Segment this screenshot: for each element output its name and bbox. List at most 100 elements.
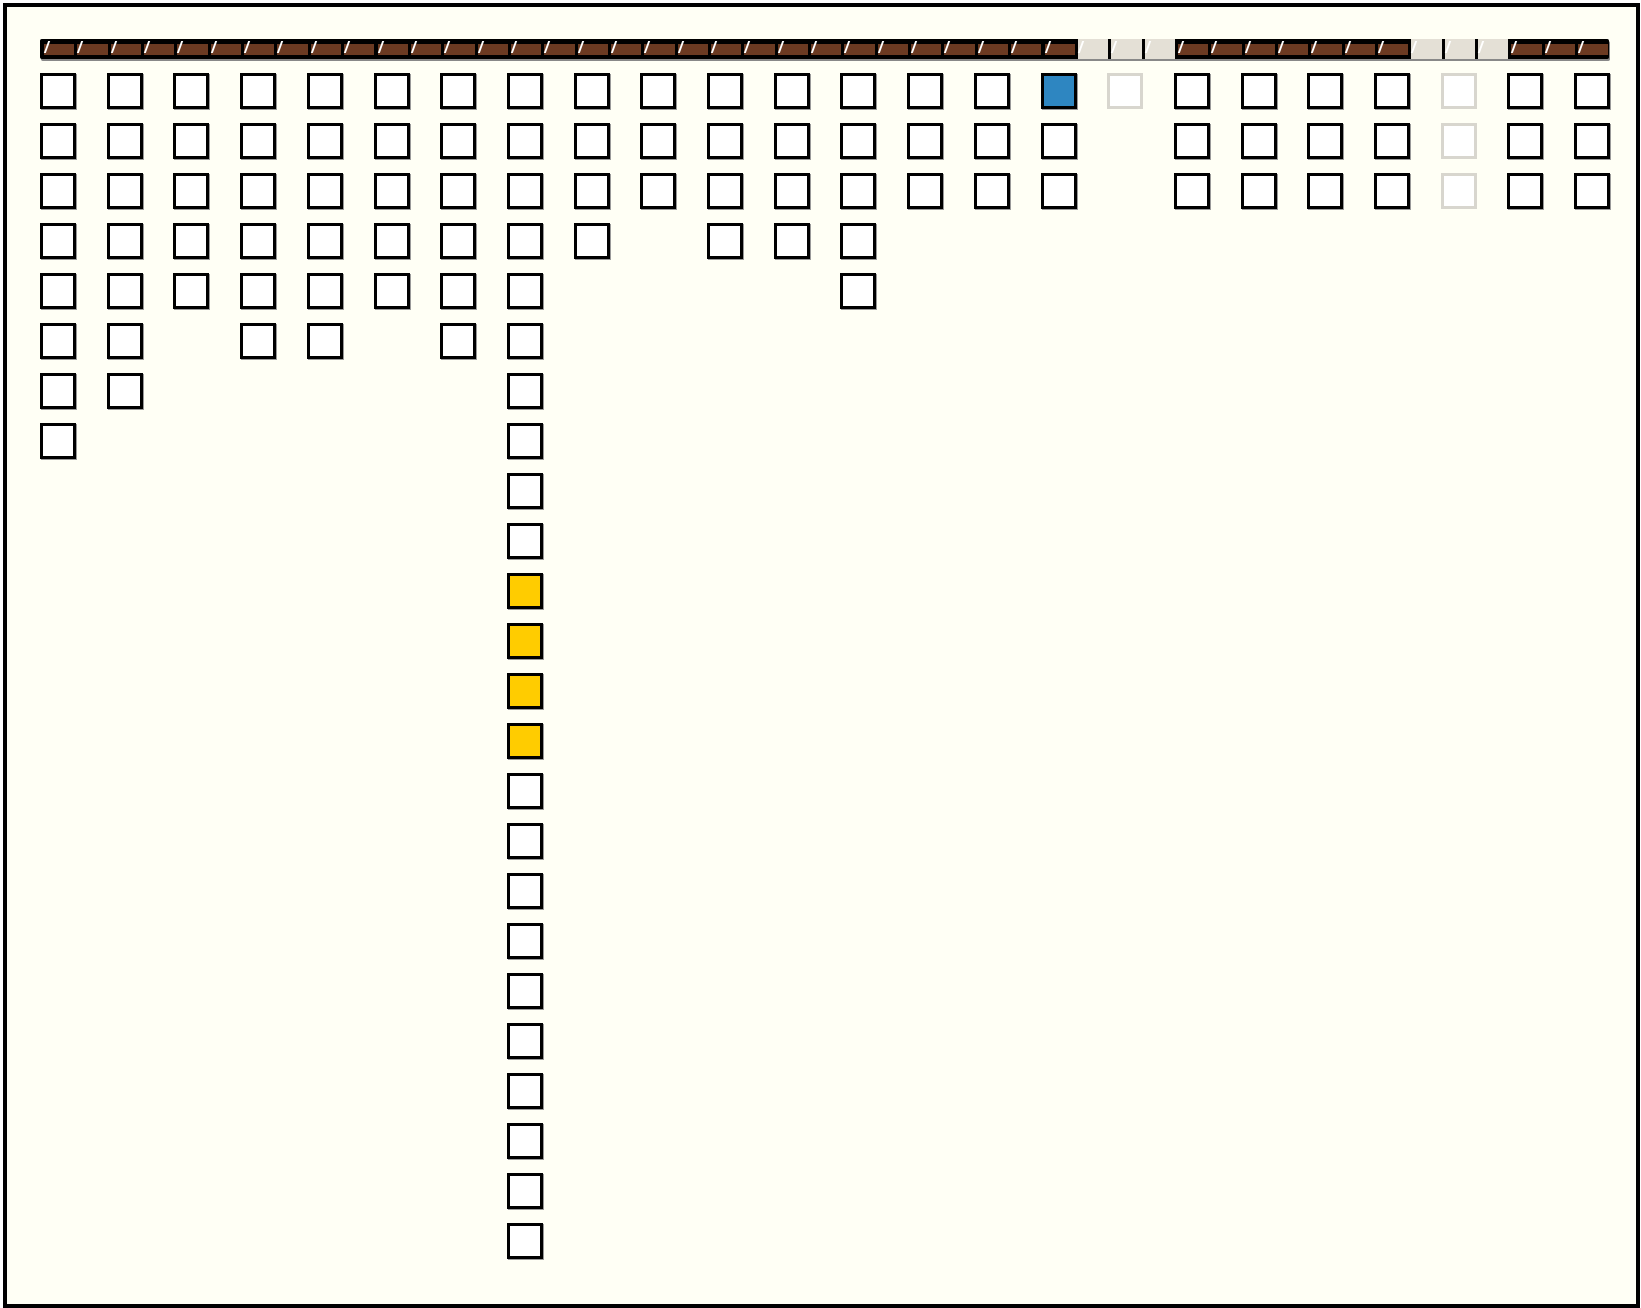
cell[interactable]	[506, 923, 543, 959]
cell[interactable]	[573, 173, 610, 209]
cell[interactable]	[306, 123, 343, 159]
cell[interactable]	[240, 73, 277, 109]
cell[interactable]	[373, 273, 410, 309]
cell[interactable]	[506, 1123, 543, 1159]
cell[interactable]	[40, 273, 76, 309]
cell[interactable]	[240, 173, 277, 209]
cell[interactable]	[173, 223, 210, 259]
cell[interactable]	[506, 323, 543, 359]
cell[interactable]	[1173, 173, 1210, 209]
cell[interactable]	[707, 223, 743, 259]
cell[interactable]	[773, 123, 810, 159]
cell-selected[interactable]	[1040, 73, 1077, 109]
cell-highlighted[interactable]	[506, 673, 543, 709]
cell[interactable]	[373, 123, 410, 159]
cell[interactable]	[440, 73, 477, 109]
cell[interactable]	[106, 373, 143, 409]
cell[interactable]	[40, 123, 76, 159]
cell[interactable]	[440, 273, 477, 309]
cell[interactable]	[573, 223, 610, 259]
cell[interactable]	[640, 123, 677, 159]
cell[interactable]	[1507, 73, 1544, 109]
cell[interactable]	[240, 273, 277, 309]
cell[interactable]	[106, 123, 143, 159]
cell[interactable]	[707, 173, 743, 209]
cell[interactable]	[840, 223, 877, 259]
cell[interactable]	[106, 223, 143, 259]
cell[interactable]	[106, 273, 143, 309]
cell[interactable]	[840, 123, 877, 159]
cell[interactable]	[1240, 123, 1277, 159]
cell[interactable]	[573, 123, 610, 159]
cell[interactable]	[707, 73, 743, 109]
cell[interactable]	[306, 73, 343, 109]
cell[interactable]	[1307, 123, 1344, 159]
cell[interactable]	[1507, 173, 1544, 209]
cell[interactable]	[240, 123, 277, 159]
cell[interactable]	[440, 323, 477, 359]
cell[interactable]	[506, 973, 543, 1009]
cell[interactable]	[1374, 173, 1410, 209]
cell[interactable]	[40, 223, 76, 259]
cell[interactable]	[173, 173, 210, 209]
cell[interactable]	[506, 223, 543, 259]
cell[interactable]	[306, 323, 343, 359]
cell[interactable]	[106, 323, 143, 359]
cell[interactable]	[506, 1173, 543, 1209]
cell[interactable]	[240, 223, 277, 259]
cell[interactable]	[373, 173, 410, 209]
cell[interactable]	[640, 173, 677, 209]
cell-highlighted[interactable]	[506, 573, 543, 609]
cell[interactable]	[506, 373, 543, 409]
cell[interactable]	[773, 223, 810, 259]
cell[interactable]	[506, 1023, 543, 1059]
cell[interactable]	[440, 223, 477, 259]
cell[interactable]	[173, 273, 210, 309]
cell-faded[interactable]	[1440, 73, 1477, 109]
cell[interactable]	[506, 1223, 543, 1259]
cell[interactable]	[1574, 73, 1611, 109]
cell[interactable]	[506, 823, 543, 859]
cell[interactable]	[40, 423, 76, 459]
cell[interactable]	[40, 173, 76, 209]
cell[interactable]	[773, 173, 810, 209]
cell[interactable]	[40, 373, 76, 409]
cell[interactable]	[973, 73, 1010, 109]
cell[interactable]	[1240, 73, 1277, 109]
cell-faded[interactable]	[1440, 173, 1477, 209]
cell[interactable]	[440, 173, 477, 209]
cell-faded[interactable]	[1107, 73, 1144, 109]
cell[interactable]	[907, 123, 944, 159]
cell[interactable]	[1374, 123, 1410, 159]
cell[interactable]	[707, 123, 743, 159]
cell[interactable]	[840, 73, 877, 109]
cell[interactable]	[1374, 73, 1410, 109]
cell[interactable]	[106, 73, 143, 109]
cell[interactable]	[1307, 173, 1344, 209]
cell[interactable]	[506, 423, 543, 459]
cell[interactable]	[306, 223, 343, 259]
cell[interactable]	[907, 73, 944, 109]
cell[interactable]	[1040, 123, 1077, 159]
cell[interactable]	[240, 323, 277, 359]
cell[interactable]	[573, 73, 610, 109]
cell[interactable]	[1507, 123, 1544, 159]
cell[interactable]	[640, 73, 677, 109]
cell-highlighted[interactable]	[506, 723, 543, 759]
cell[interactable]	[506, 873, 543, 909]
cell[interactable]	[506, 173, 543, 209]
cell[interactable]	[1574, 123, 1611, 159]
cell[interactable]	[1240, 173, 1277, 209]
cell[interactable]	[840, 273, 877, 309]
cell[interactable]	[306, 273, 343, 309]
cell[interactable]	[506, 123, 543, 159]
cell[interactable]	[173, 123, 210, 159]
cell[interactable]	[1574, 173, 1611, 209]
cell-faded[interactable]	[1440, 123, 1477, 159]
cell[interactable]	[1173, 123, 1210, 159]
cell[interactable]	[440, 123, 477, 159]
cell[interactable]	[773, 73, 810, 109]
cell-highlighted[interactable]	[506, 623, 543, 659]
cell[interactable]	[306, 173, 343, 209]
cell[interactable]	[907, 173, 944, 209]
